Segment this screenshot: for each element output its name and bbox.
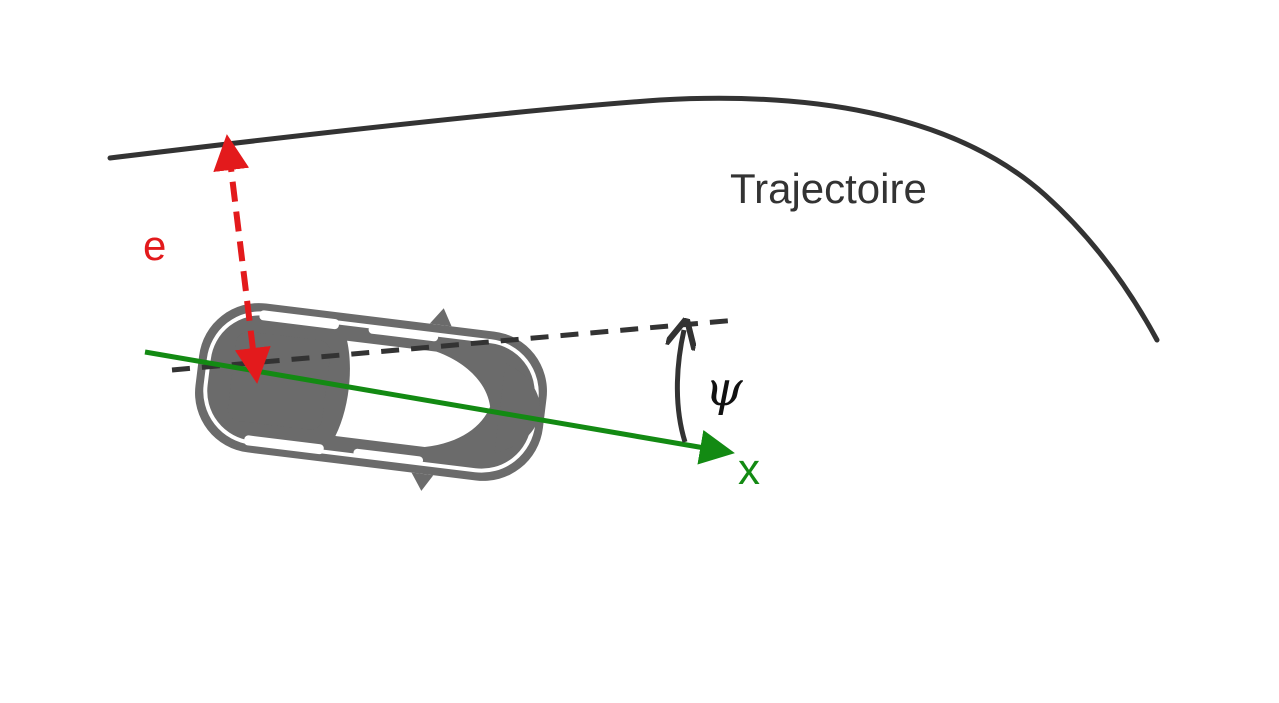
heading-angle-arc — [677, 330, 685, 443]
trajectory-curve — [107, 95, 1160, 343]
heading-angle-label: ψ — [705, 361, 744, 417]
lateral-error-arrow — [213, 134, 271, 384]
trajectory-label: Trajectoire — [730, 165, 927, 212]
x-axis-label: x — [738, 445, 760, 494]
lateral-error-label: e — [143, 222, 166, 269]
